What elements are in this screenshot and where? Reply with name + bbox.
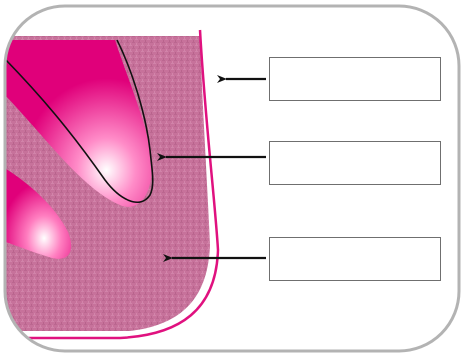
label-box-gland[interactable] [269, 141, 441, 185]
label-box-tissue[interactable] [269, 237, 441, 281]
label-box-outer-layer[interactable] [269, 57, 441, 101]
